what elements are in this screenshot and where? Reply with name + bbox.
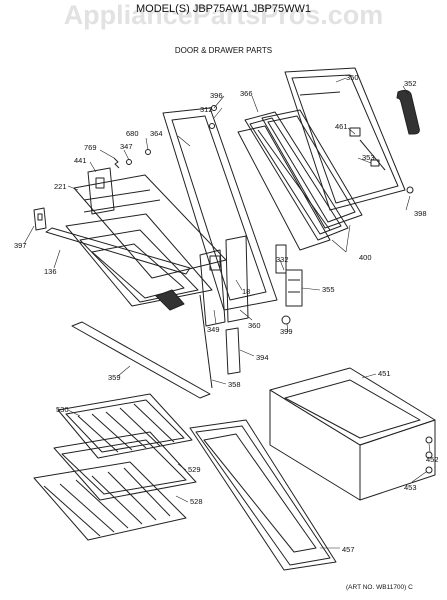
callout-441: 441 <box>74 156 87 165</box>
callout-461: 461 <box>335 122 348 131</box>
callout-769: 769 <box>84 143 97 152</box>
door-latch <box>33 207 47 231</box>
door-vertical-post <box>225 327 241 375</box>
callout-528: 528 <box>190 497 203 506</box>
callout-529: 529 <box>188 465 201 474</box>
outer-door-panel <box>73 174 227 279</box>
door-handle <box>45 227 191 275</box>
callout-452: 452 <box>426 455 439 464</box>
door-side-bracket <box>199 249 226 327</box>
hinge-plate <box>87 167 115 215</box>
watermark: AppliancePartsPros.com <box>63 0 384 30</box>
broiler-pan-grid <box>57 393 193 459</box>
inner-glass-frame <box>244 111 349 241</box>
door-liner <box>162 107 278 311</box>
diagram-subtitle: DOOR & DRAWER PARTS <box>174 46 273 55</box>
door-fasteners <box>113 105 414 194</box>
callout-394: 394 <box>256 353 269 362</box>
door-side-rail <box>199 294 213 389</box>
door-support-channel <box>225 235 249 323</box>
part-callouts: 350 352 396 312 366 364 680 769 347 441 … <box>14 73 439 554</box>
callout-353: 353 <box>362 153 375 162</box>
window-glass <box>237 109 363 251</box>
callout-680: 680 <box>126 129 139 138</box>
leader-lines <box>23 77 431 549</box>
door-front-window <box>65 213 213 311</box>
callout-364: 364 <box>150 129 163 138</box>
callout-312: 312 <box>200 105 213 114</box>
callout-332: 332 <box>276 255 289 264</box>
callout-396: 396 <box>210 91 223 100</box>
callout-221: 221 <box>54 182 67 191</box>
callout-360: 360 <box>248 321 261 330</box>
callout-451: 451 <box>378 369 391 378</box>
callout-350: 350 <box>346 73 359 82</box>
door-back-panel <box>284 67 406 211</box>
callout-400: 400 <box>359 253 372 262</box>
callout-366: 366 <box>240 89 253 98</box>
drawer-front <box>189 419 337 571</box>
door-kick-plate <box>71 321 211 399</box>
drawer-box <box>269 367 436 501</box>
callout-18: 18 <box>242 287 250 296</box>
drawer-fasteners <box>425 436 433 474</box>
model-title: MODEL(S) JBP75AW1 JBP75WW1 <box>135 3 312 15</box>
callout-359: 359 <box>108 373 121 382</box>
callout-349: 349 <box>207 325 220 334</box>
oven-rack <box>33 461 187 541</box>
callout-355: 355 <box>322 285 335 294</box>
broiler-pan <box>53 431 197 501</box>
callout-358: 358 <box>228 380 241 389</box>
callout-397: 397 <box>14 241 27 250</box>
door-bumper <box>281 315 291 325</box>
callout-399: 399 <box>280 327 293 336</box>
callout-136: 136 <box>44 267 57 276</box>
callout-398: 398 <box>414 209 427 218</box>
callout-352: 352 <box>404 79 417 88</box>
callout-347: 347 <box>120 142 133 151</box>
callout-530: 530 <box>56 405 69 414</box>
callout-457: 457 <box>342 545 355 554</box>
door-gasket-strip <box>396 89 420 135</box>
art-number: (ART NO. WB11700) C <box>346 584 413 591</box>
callout-453: 453 <box>404 483 417 492</box>
